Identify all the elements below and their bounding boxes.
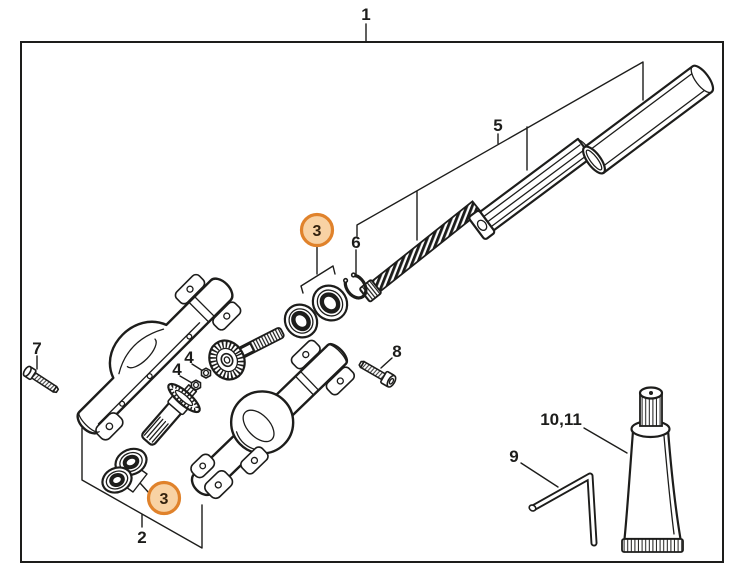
callout-1-label: 1 [361, 5, 370, 24]
part-allen-key [528, 472, 598, 547]
part-grease-tube [621, 386, 684, 553]
callout-9-leader [520, 462, 559, 488]
callout-9-label: 9 [509, 447, 518, 466]
part-flexible-drive-shaft [359, 200, 482, 303]
callout-3-lower-label: 3 [160, 491, 169, 508]
callout-10-11-label: 10,11 [540, 410, 582, 429]
part-nut-b [190, 379, 202, 391]
part-inner-liner-tube [468, 137, 593, 240]
part-gearbox-housing-upper [76, 273, 242, 441]
part-output-shaft [141, 382, 201, 446]
callout-3-lower-hotspot[interactable]: 3 [146, 480, 182, 516]
part-bearing-upper-right [311, 284, 349, 322]
callout-5-bracket [356, 61, 644, 241]
callout-2-bracket [81, 427, 203, 549]
callout-4b-label: 4 [172, 360, 182, 379]
part-outer-drive-tube [581, 64, 715, 175]
callout-2-label: 2 [137, 528, 146, 547]
callout-3-lower-bracket [125, 468, 150, 494]
part-bearing-upper-left [283, 303, 319, 339]
callout-3-upper-bracket [300, 245, 336, 294]
callout-3-upper-label: 3 [313, 223, 322, 240]
part-bevel-gear [208, 327, 285, 381]
part-gearbox-housing-lower [190, 339, 356, 500]
callout-10-11-leader [583, 427, 628, 454]
callout-6-label: 6 [351, 233, 360, 252]
part-bearing-lower-left [101, 466, 133, 494]
callout-4a-label: 4 [184, 348, 194, 367]
callout-7-label: 7 [32, 339, 41, 358]
part-nut-a [200, 367, 212, 379]
part-screw-8 [358, 360, 397, 388]
callout-5-label: 5 [493, 116, 502, 135]
part-screw-7 [22, 365, 60, 394]
callout-3-upper-hotspot[interactable]: 3 [299, 212, 335, 248]
diagram-frame [20, 41, 724, 563]
callout-8-label: 8 [392, 342, 401, 361]
part-snap-ring [342, 272, 368, 300]
callout-4a-leader [191, 363, 204, 372]
callout-4b-leader [179, 375, 193, 384]
callout-8-leader [380, 357, 393, 369]
